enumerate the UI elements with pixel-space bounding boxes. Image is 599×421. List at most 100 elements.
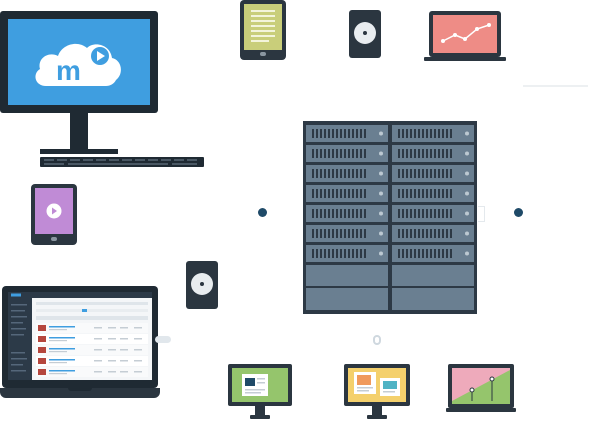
ereader-home-button [260, 52, 266, 56]
laptop-app-screen [8, 292, 152, 380]
server-vent [430, 129, 432, 138]
server-vent [434, 129, 436, 138]
server-vent [360, 129, 362, 138]
table-row [36, 323, 148, 333]
server-vent [328, 189, 330, 198]
server-vent [422, 149, 424, 158]
row-meta-line [49, 340, 67, 342]
server-vent [446, 169, 448, 178]
server-vent [340, 169, 342, 178]
server-vent [418, 149, 420, 158]
text-line [251, 35, 275, 37]
server-vent [410, 249, 412, 258]
server-vent [442, 209, 444, 218]
server-vent [410, 129, 412, 138]
server-vent [406, 149, 408, 158]
row-cell [108, 360, 116, 362]
hard-drive-spindle [363, 31, 367, 35]
server-vent [332, 209, 334, 218]
server-vent [340, 149, 342, 158]
server-vent [430, 169, 432, 178]
server-vent [426, 169, 428, 178]
laptop-analytics-base [424, 57, 506, 61]
row-title-line [49, 348, 75, 350]
server-vent [360, 209, 362, 218]
row-cell [108, 327, 116, 329]
rack-side-marker [478, 206, 485, 222]
video-thumbnail [38, 369, 46, 375]
keyboard-keys [44, 159, 197, 165]
laptop-app-base [0, 388, 160, 398]
video-thumbnail [38, 358, 46, 364]
server-vent [402, 229, 404, 238]
document-icon [251, 10, 275, 12]
server-vent [430, 189, 432, 198]
server-vent [324, 169, 326, 178]
row-cell [134, 371, 142, 373]
svg-text:m: m [56, 55, 81, 86]
row-meta-line [49, 373, 67, 375]
server-vent [402, 129, 404, 138]
row-cell [134, 349, 142, 351]
server-led [379, 191, 383, 196]
app-ui-thumbnail [8, 292, 152, 380]
server-unit [392, 205, 474, 222]
server-vent [352, 189, 354, 198]
server-led [465, 191, 469, 196]
server-vent [364, 189, 366, 198]
server-vent [316, 209, 318, 218]
server-unit [392, 245, 474, 262]
row-cell [108, 338, 116, 340]
server-vent [344, 229, 346, 238]
server-unit [306, 185, 388, 202]
server-vent [434, 249, 436, 258]
server-vent [438, 209, 440, 218]
server-vent [356, 249, 358, 258]
server-vent [348, 229, 350, 238]
server-vent [426, 249, 428, 258]
server-vent [352, 149, 354, 158]
server-vent [410, 209, 412, 218]
server-vent [324, 209, 326, 218]
server-vent [332, 149, 334, 158]
row-cell [94, 371, 102, 373]
server-vent [434, 149, 436, 158]
server-vent [356, 129, 358, 138]
server-vent [356, 169, 358, 178]
server-bay-seam [306, 286, 388, 288]
server-vent [446, 129, 448, 138]
server-vent [442, 129, 444, 138]
server-unit [392, 225, 474, 242]
server-vent [402, 209, 404, 218]
server-vent [316, 189, 318, 198]
server-vent [446, 249, 448, 258]
server-vent [406, 249, 408, 258]
cable-connector [155, 336, 171, 343]
server-vent [418, 229, 420, 238]
server-vent [312, 209, 314, 218]
server-vent [446, 209, 448, 218]
server-led [379, 131, 383, 136]
connector-dot [258, 208, 267, 217]
server-unit [306, 165, 388, 182]
server-vent [340, 189, 342, 198]
server-vent [422, 249, 424, 258]
server-led [465, 151, 469, 156]
server-led [465, 171, 469, 176]
server-vent [398, 229, 400, 238]
server-vent [364, 169, 366, 178]
text-line [251, 20, 275, 22]
row-cell [94, 349, 102, 351]
server-unit [306, 145, 388, 162]
server-vent [356, 209, 358, 218]
server-vent [348, 209, 350, 218]
server-vent [356, 149, 358, 158]
server-vent [406, 209, 408, 218]
server-vent [442, 149, 444, 158]
server-vent [426, 129, 428, 138]
server-vent [360, 249, 362, 258]
server-vent [410, 189, 412, 198]
media-tablet-home-button [51, 237, 57, 241]
line-chart-icon [452, 370, 510, 404]
server-vent [332, 229, 334, 238]
